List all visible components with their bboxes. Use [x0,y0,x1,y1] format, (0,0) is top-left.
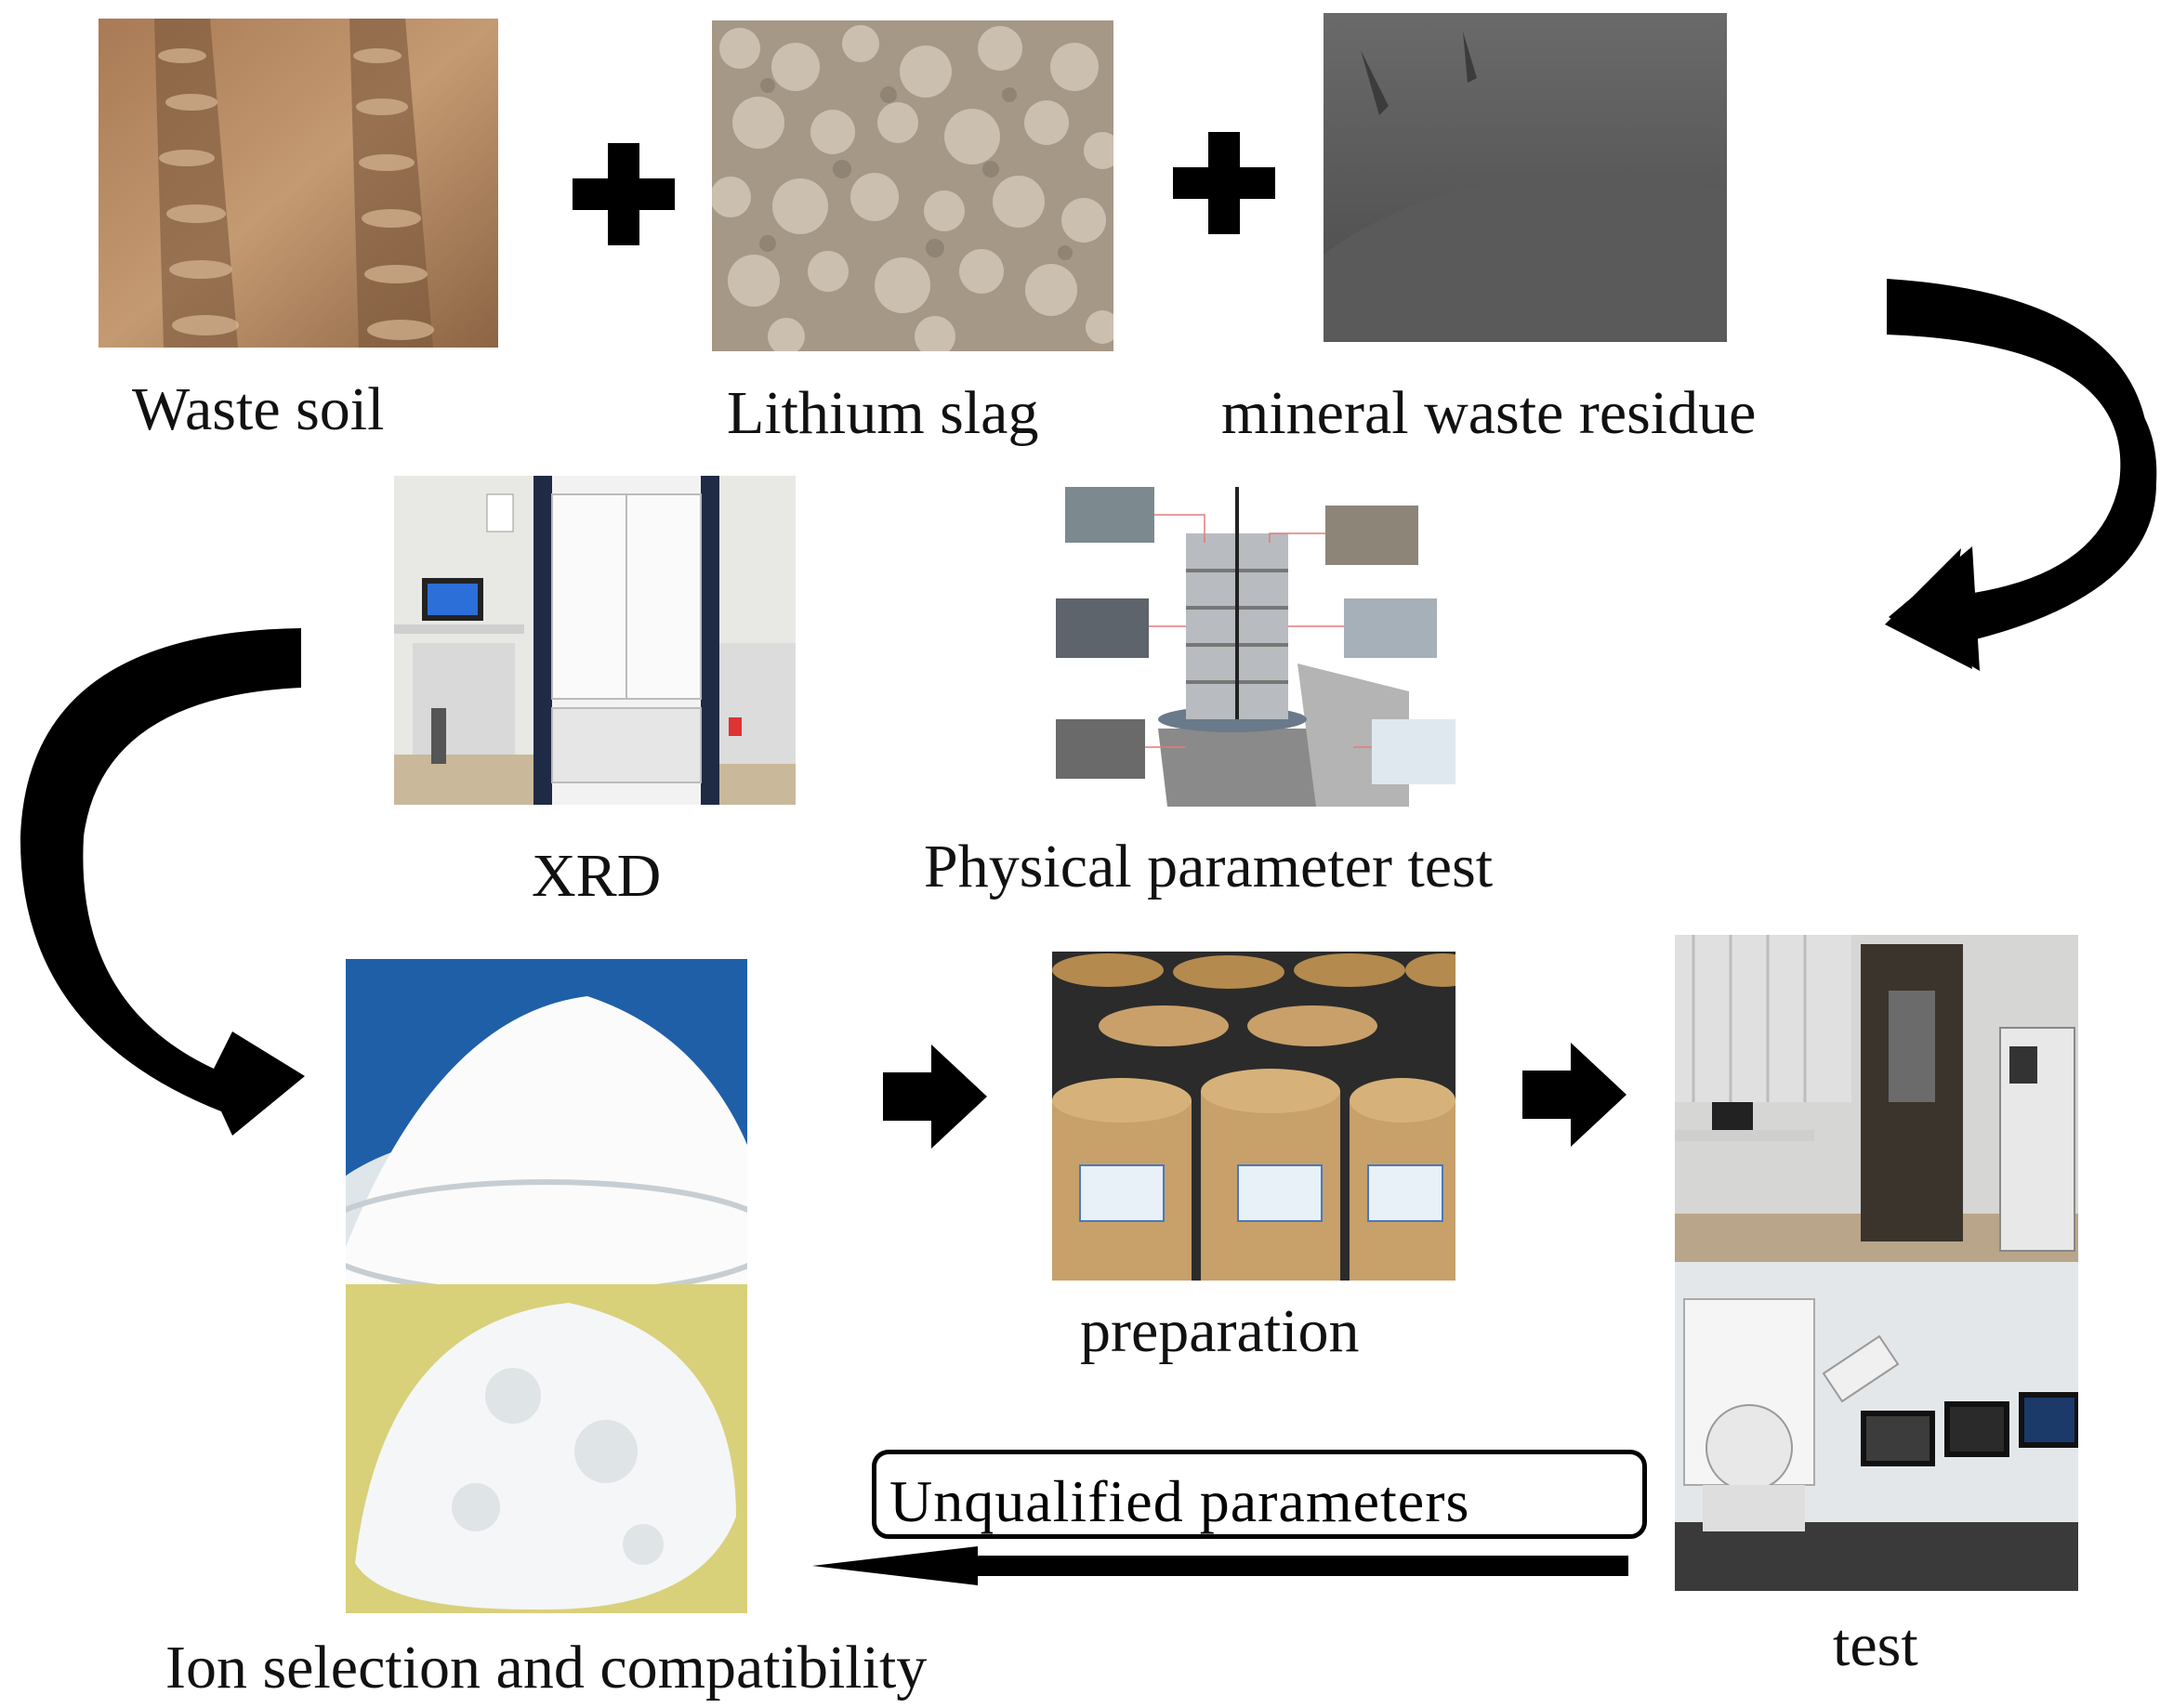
testing-machine-photo [1675,935,2078,1262]
lithium-slag-label: Lithium slag [727,379,1039,447]
ion-selection-label: Ion selection and compatibility [165,1634,928,1701]
plus-icon [573,143,675,245]
sem-microscope-photo [1675,1262,2078,1591]
physical-test-instrument-photo [1056,478,1457,807]
ion-powder-photo-1 [346,959,747,1284]
physical-parameter-test-label: Physical parameter test [924,833,1494,900]
unqualified-parameters-label: Unqualified parameters [889,1468,1470,1534]
mineral-waste-residue-label: mineral waste residue [1221,379,1757,447]
unqualified-parameters-box: Unqualified parameters [872,1450,1647,1539]
test-label: test [1833,1611,1918,1679]
waste-soil-label: Waste soil [132,375,385,443]
block-arrow-1 [883,1045,987,1149]
plus-icon [1173,132,1275,234]
feedback-arrow-shaft [967,1556,1628,1576]
xrd-instrument-photo [394,476,796,805]
preparation-label: preparation [1080,1297,1360,1365]
waste-soil-photo [99,19,498,348]
ion-powder-photo-2 [346,1284,747,1613]
preparation-samples-photo [1052,952,1455,1281]
block-arrow-2 [1522,1043,1627,1147]
curved-arrow-left [20,628,305,1136]
mineral-waste-residue-photo [1324,13,1727,342]
feedback-arrow-head [812,1546,978,1585]
lithium-slag-photo [712,20,1113,351]
xrd-label: XRD [532,842,662,910]
